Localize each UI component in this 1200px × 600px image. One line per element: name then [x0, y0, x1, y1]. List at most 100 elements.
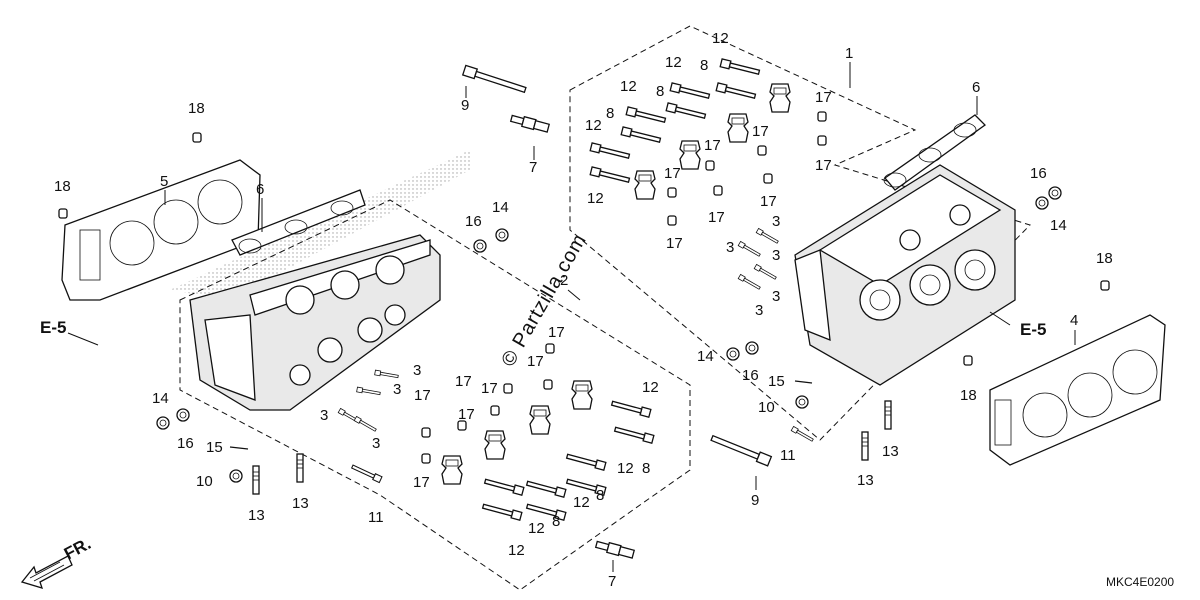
cam-cap [769, 83, 791, 113]
svg-text:18: 18 [1096, 250, 1113, 267]
svg-text:6: 6 [256, 181, 264, 198]
knock-pin [737, 241, 762, 258]
stud-bolt [296, 453, 304, 483]
cam-cap-bolt [589, 166, 631, 185]
sealing-washer [745, 341, 759, 355]
stud-bolt [861, 431, 869, 461]
svg-text:3: 3 [755, 302, 763, 319]
svg-text:8: 8 [606, 105, 614, 122]
svg-text:8: 8 [642, 460, 650, 477]
svg-text:12: 12 [508, 542, 525, 559]
svg-text:18: 18 [188, 100, 205, 117]
svg-text:11: 11 [368, 509, 384, 526]
leader-lines [67, 62, 1076, 572]
knock-pin [356, 386, 381, 397]
sealing-cap [495, 228, 509, 242]
dowel-pin [421, 427, 431, 438]
cylinder-head-right [794, 164, 1016, 386]
sealing-cap [156, 416, 170, 430]
svg-text:17: 17 [527, 353, 544, 370]
knock-pin [753, 264, 778, 281]
cam-cap [634, 170, 656, 200]
knock-pin [737, 274, 762, 291]
cam-cap-bolt [483, 476, 525, 496]
svg-text:8: 8 [656, 83, 664, 100]
svg-text:3: 3 [320, 407, 328, 424]
sealing-cap [726, 347, 740, 361]
sealing-washer [1035, 196, 1049, 210]
svg-text:12: 12 [587, 190, 604, 207]
svg-text:16: 16 [1030, 165, 1047, 182]
svg-text:4: 4 [1070, 312, 1078, 329]
cam-cap-bolt [613, 424, 655, 444]
cam-cap-bolt [719, 58, 761, 77]
callout-labels: 1 2 4 5 6 6 7 7 9 9 14 16 14 16 14 16 14… [54, 30, 1113, 590]
cam-cap-bolt [620, 126, 662, 145]
front-direction-arrow [20, 555, 73, 589]
long-bolt-top [461, 64, 527, 94]
svg-text:11: 11 [780, 447, 796, 464]
svg-text:3: 3 [772, 213, 780, 230]
svg-text:12: 12 [573, 494, 590, 511]
dowel-pin [421, 453, 431, 464]
svg-text:14: 14 [1050, 217, 1067, 234]
sealing-washer [176, 408, 190, 422]
dowel-pin [667, 215, 677, 226]
cylinder-head-gasket-left [61, 159, 261, 301]
intake-gasket-right [883, 114, 986, 191]
dowel-pin [763, 173, 773, 184]
svg-text:17: 17 [704, 137, 721, 154]
svg-text:14: 14 [697, 348, 714, 365]
oil-orifice [794, 380, 813, 384]
svg-text:12: 12 [620, 78, 637, 95]
svg-text:3: 3 [772, 288, 780, 305]
left-head-assembly-outline [179, 199, 691, 591]
svg-text:13: 13 [882, 443, 899, 460]
dowel-pin [543, 379, 553, 390]
svg-text:16: 16 [177, 435, 194, 452]
oil-orifice [229, 446, 249, 450]
svg-text:9: 9 [461, 97, 469, 114]
section-ref-right: E-5 [1020, 320, 1046, 339]
dowel-pin [705, 160, 715, 171]
sealing-washer [473, 239, 487, 253]
svg-text:17: 17 [458, 406, 475, 423]
svg-text:14: 14 [492, 199, 509, 216]
svg-text:17: 17 [664, 165, 681, 182]
svg-text:3: 3 [413, 362, 421, 379]
flange-bolt [229, 469, 243, 483]
svg-text:17: 17 [760, 193, 777, 210]
cam-cap [571, 380, 593, 410]
svg-text:5: 5 [160, 173, 168, 190]
svg-text:3: 3 [772, 247, 780, 264]
cam-cap-bolt [625, 106, 667, 125]
dowel-pin [545, 343, 555, 354]
svg-text:6: 6 [972, 79, 980, 96]
svg-text:13: 13 [248, 507, 265, 524]
stud-bolt [884, 400, 892, 430]
diagram-code: MKC4E0200 [1106, 575, 1174, 589]
spark-plug-top [509, 114, 551, 133]
svg-text:17: 17 [481, 380, 498, 397]
gasket-dowel [963, 355, 973, 366]
svg-text:9: 9 [751, 492, 759, 509]
stud-bolt [252, 465, 260, 495]
svg-text:13: 13 [292, 495, 309, 512]
cam-cap [727, 113, 749, 143]
long-bolt-bottom [710, 434, 773, 467]
dowel-pin [667, 187, 677, 198]
svg-text:10: 10 [758, 399, 775, 416]
svg-text:12: 12 [585, 117, 602, 134]
svg-text:12: 12 [617, 460, 634, 477]
svg-text:17: 17 [413, 474, 430, 491]
knock-pin [755, 228, 780, 245]
flange-bolt-long [350, 463, 383, 484]
cylinder-head-left [189, 234, 441, 411]
section-ref-left: E-5 [40, 318, 66, 337]
svg-text:8: 8 [700, 57, 708, 74]
svg-text:17: 17 [414, 387, 431, 404]
cam-cap [441, 455, 463, 485]
cylinder-head-gasket-right [989, 314, 1166, 466]
cam-cap-bolt [589, 142, 631, 161]
svg-text:15: 15 [768, 373, 785, 390]
